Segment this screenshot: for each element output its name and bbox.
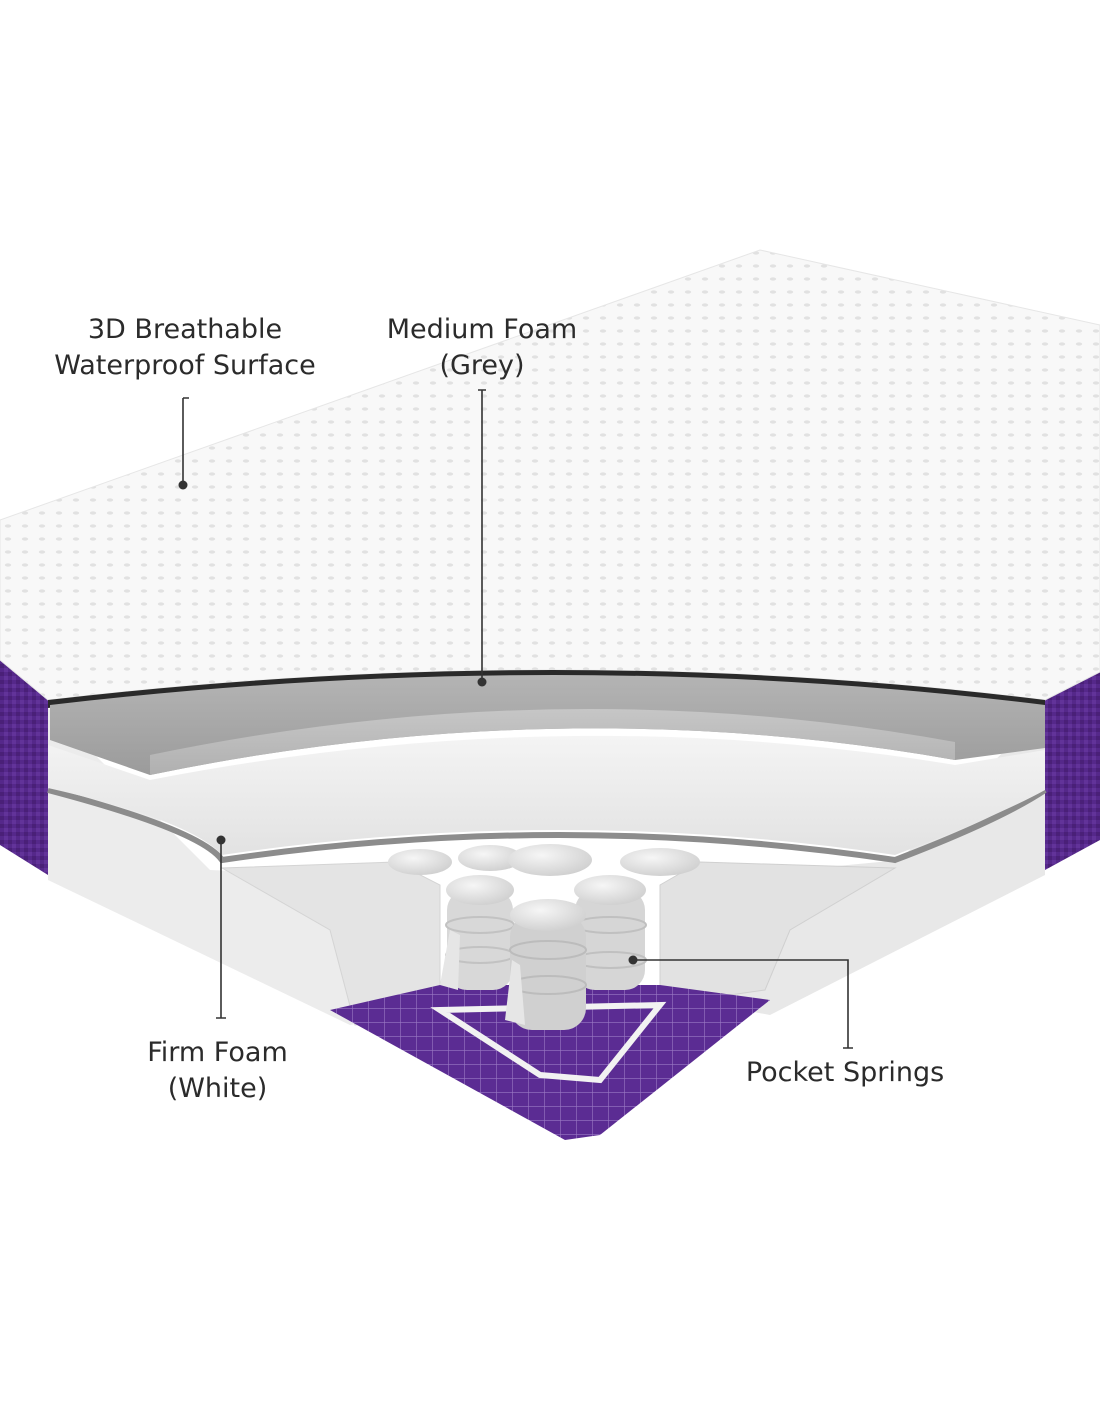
- cover-side-right: [1045, 672, 1100, 870]
- spring-column: [388, 844, 700, 876]
- medium-callout-line: [478, 389, 486, 682]
- medium-foam-label-line1: Medium Foam: [386, 314, 578, 345]
- firm-callout-line: [216, 840, 226, 1019]
- callout-dots: [178, 480, 638, 965]
- surface-callout-line: [182, 397, 189, 485]
- cover-base: [330, 985, 770, 1140]
- firm-foam-label-line1: Firm Foam: [147, 1037, 288, 1068]
- foam-separator-line: [47, 787, 1047, 864]
- cover-side-left: [0, 660, 48, 875]
- base-white-border: [430, 1001, 667, 1084]
- callout-lines: [182, 389, 853, 1049]
- surface-label: 3D Breathable Waterproof Surface: [30, 312, 340, 384]
- surface-callout-dot: [178, 480, 188, 490]
- pocket-springs-label-line1: Pocket Springs: [745, 1057, 945, 1088]
- pocket-springs: [388, 844, 700, 1030]
- firm-callout-dot: [216, 835, 226, 845]
- medium-foam-front: [150, 708, 955, 775]
- spring-pocket-flap: [440, 930, 460, 990]
- spring-column: [573, 875, 647, 990]
- springs-callout-dot: [628, 955, 638, 965]
- medium-foam-label-line2: (Grey): [439, 350, 525, 381]
- firm-foam-label: Firm Foam (White): [110, 1035, 325, 1107]
- medium-foam-label: Medium Foam (Grey): [357, 312, 607, 384]
- pocket-springs-label: Pocket Springs: [725, 1055, 965, 1091]
- medium-callout-dot: [477, 677, 487, 687]
- springs-callout-line: [633, 959, 853, 1049]
- firm-foam-label-line2: (White): [167, 1073, 268, 1104]
- firm-foam-slab: [48, 735, 1045, 855]
- spring-column: [445, 875, 515, 990]
- surface-label-line1: 3D Breathable: [87, 314, 283, 345]
- surface-label-line2: Waterproof Surface: [54, 350, 316, 381]
- spring-column: [505, 899, 587, 1030]
- surface-cut-edge: [48, 670, 1045, 708]
